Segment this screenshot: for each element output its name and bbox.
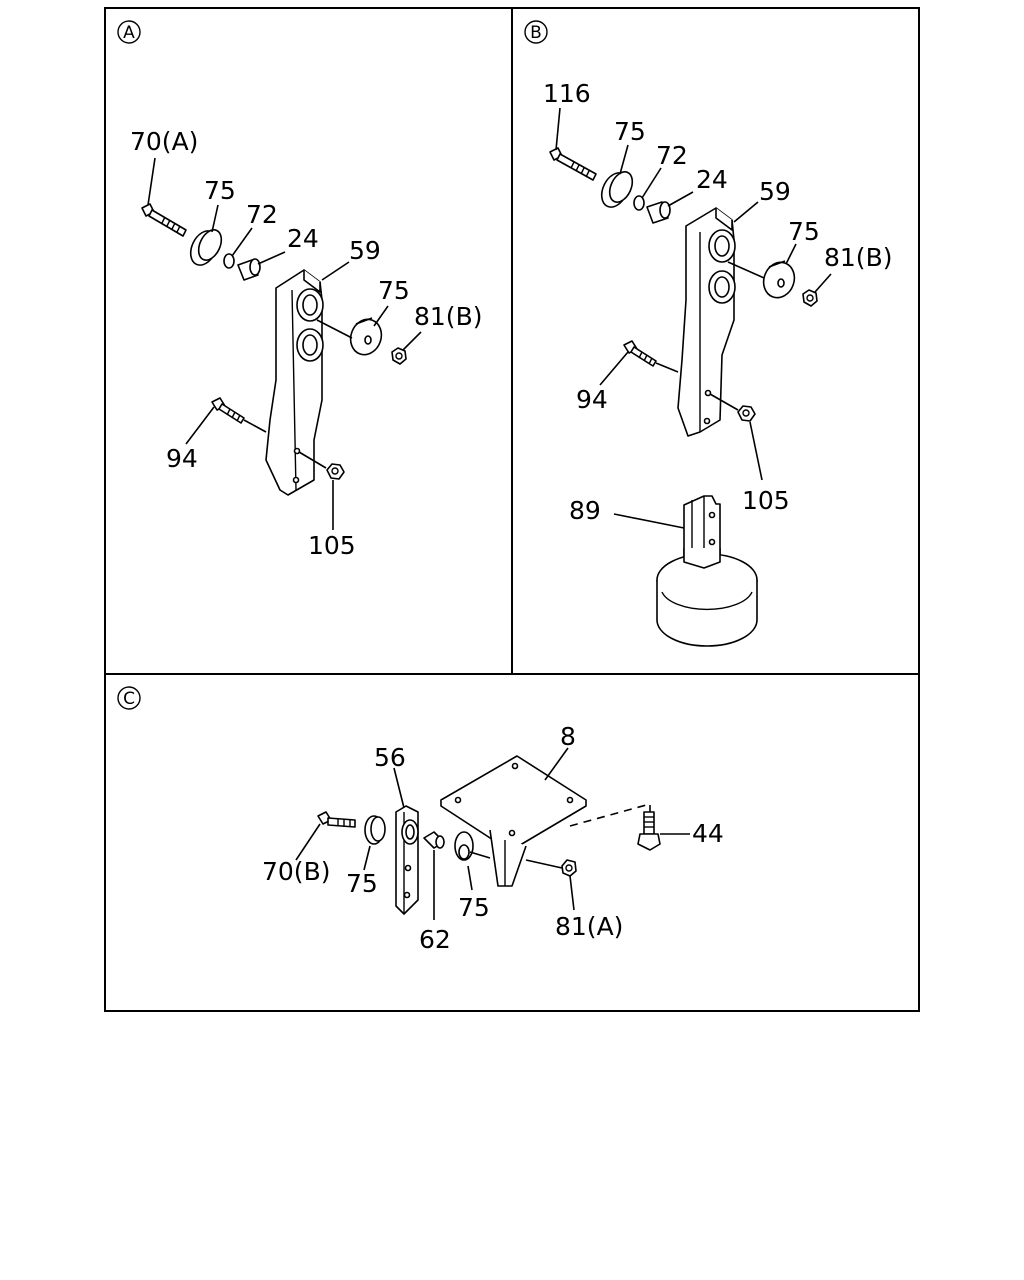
section-marker-a-label: A [123, 23, 135, 43]
section-c-drawing: 8 56 70(B) 75 62 75 81(A) 44 [262, 722, 724, 954]
bracket-59-b [677, 207, 736, 437]
nut-105-a [326, 463, 345, 480]
callout-72-a: 72 [246, 200, 278, 229]
bolt-70b [317, 811, 356, 828]
collar-24 [237, 258, 261, 281]
section-marker-b-label: B [530, 23, 542, 43]
callout-94-b: 94 [576, 385, 608, 414]
cushion-75-inner [349, 317, 383, 356]
callout-75-outer-a: 75 [204, 176, 236, 205]
bolt-116 [549, 147, 597, 181]
cushion-75-outer-b [600, 171, 634, 208]
washer-72-b [633, 195, 645, 211]
cushion-75-outer [189, 229, 223, 266]
clamp-89 [656, 495, 758, 647]
callout-81b-a: 81(B) [414, 302, 482, 331]
callout-72-b: 72 [656, 141, 688, 170]
nut-81b-b [802, 289, 818, 307]
section-marker-c-label: C [123, 689, 135, 709]
washer-72 [223, 253, 235, 269]
callout-105-a: 105 [308, 531, 356, 560]
callout-24-b: 24 [696, 165, 728, 194]
callout-75-inner-a: 75 [378, 276, 410, 305]
callout-62: 62 [419, 925, 451, 954]
callout-94-a: 94 [166, 444, 198, 473]
section-marker-b: B [524, 20, 548, 44]
nut-105-b [737, 405, 756, 422]
callout-116: 116 [543, 79, 591, 108]
callout-81b-b: 81(B) [824, 243, 892, 272]
bolt-94-b [623, 340, 657, 367]
callout-81a: 81(A) [555, 912, 623, 941]
plate-8 [440, 755, 587, 887]
cushion-75-right-c [454, 831, 474, 861]
bracket-59 [265, 269, 324, 496]
callout-75-outer-b: 75 [614, 117, 646, 146]
cushion-75-left-c [364, 815, 386, 845]
section-b-drawing: 116 75 72 24 59 75 81(B) 94 105 89 [543, 79, 892, 647]
screw-44 [637, 811, 661, 851]
section-marker-a: A [117, 20, 141, 44]
nut-81a [561, 859, 577, 877]
callout-70a: 70(A) [130, 127, 198, 156]
callout-105-b: 105 [742, 486, 790, 515]
callout-75-left-c: 75 [346, 869, 378, 898]
hanger-56 [395, 805, 419, 915]
callout-59-b: 59 [759, 177, 791, 206]
nut-81b [391, 347, 407, 365]
callout-44: 44 [692, 819, 724, 848]
section-a-drawing: 70(A) 75 72 24 59 75 81(B) 94 105 [130, 127, 482, 560]
callout-56: 56 [374, 743, 406, 772]
bolt-70a [141, 203, 187, 237]
cushion-75-inner-b [762, 260, 796, 299]
collar-24-b [646, 201, 671, 224]
callout-59-a: 59 [349, 236, 381, 265]
section-marker-c: C [117, 686, 141, 710]
bolt-94-a [211, 397, 245, 424]
callout-8: 8 [560, 722, 576, 751]
callout-70b: 70(B) [262, 857, 330, 886]
pin-62 [423, 831, 445, 849]
callout-89: 89 [569, 496, 601, 525]
callout-24-a: 24 [287, 224, 319, 253]
callout-75-right-c: 75 [458, 893, 490, 922]
callout-75-inner-b: 75 [788, 217, 820, 246]
